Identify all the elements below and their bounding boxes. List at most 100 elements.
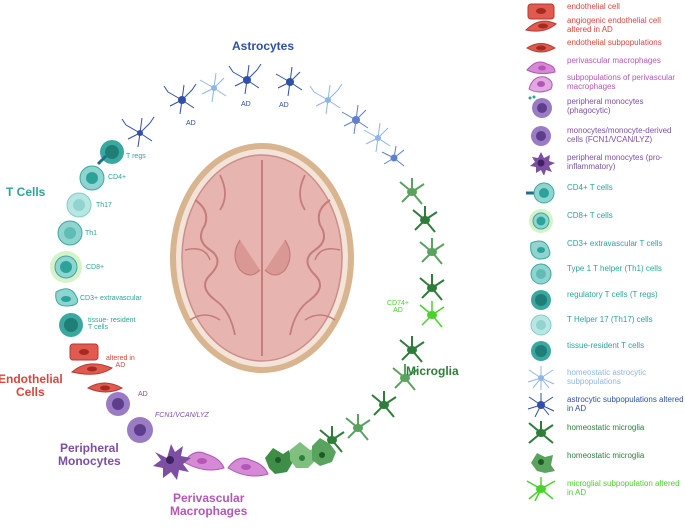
legend-item-label: CD3+ extravascular T cells (567, 239, 663, 248)
perivascular-macrophage-icon (227, 457, 269, 477)
legend-item: peripheral monocytes (pro-inflammatory) (525, 151, 685, 177)
legend-item-label: subpopulations of perivascular macrophag… (567, 73, 676, 91)
phagocytic-monocyte-icon (528, 95, 552, 118)
astrocyte-icon (381, 145, 405, 167)
cd4-t-cell-icon (526, 182, 555, 204)
angiogenic-endothelial-icon (70, 363, 114, 375)
legend-item-label: homeostatic microglia (567, 423, 645, 432)
microglia-icon (399, 336, 425, 363)
astrocyte-icon (163, 83, 197, 115)
microglia-icon (412, 206, 438, 233)
legend-item: CD4+ T cells (525, 181, 685, 207)
legend-item: monocytes/monocyte-derived cells (FCN1/V… (525, 124, 685, 150)
homeostatic-microglia-icon (528, 421, 554, 444)
legend-item: CD8+ T cells (525, 209, 685, 235)
legend-item-label: endothelial subpopulations (567, 38, 662, 47)
cd8-t-cell-icon (529, 209, 553, 233)
legend-item: peripheral monocytes (phagocytic) (525, 95, 685, 121)
macrophages-heading: Perivascular Macrophages (170, 491, 248, 518)
legend-item: tissue-resident T cells (525, 339, 685, 365)
cd74-label: CD74+ AD (387, 300, 409, 315)
monocyte-icon (106, 392, 130, 416)
legend-item: CD3+ extravascular T cells (525, 237, 685, 263)
th17-cell-icon (530, 314, 552, 336)
legend-item-label: microglial subpopulation altered in AD (567, 479, 680, 497)
th1-label: Th1 (85, 230, 98, 237)
astrocyte-icon (341, 104, 369, 135)
th17-label: Th17 (96, 202, 112, 209)
endothelial-ring (69, 343, 124, 393)
macrophage-ring (183, 451, 269, 477)
proinflammatory-monocyte-icon (530, 152, 555, 175)
tissue-resident-icon (59, 313, 83, 337)
cd3-extravascular-label: CD3+ extravascular (80, 295, 142, 302)
legend-item: angiogenic endothelial cell altered in A… (525, 14, 685, 40)
brain-cross-section (170, 143, 354, 373)
legend-item: regulatory T cells (T regs) (525, 288, 685, 314)
homeostatic-microglia-2-icon (531, 453, 555, 473)
monocytes-heading: Peripheral Monocytes (58, 441, 121, 468)
th17-cell-icon (66, 192, 92, 218)
legend-item-label: CD4+ T cells (567, 183, 613, 192)
astrocyte-icon (309, 83, 343, 115)
astro-ad-label-2: AD (241, 101, 251, 108)
microglia-ring (265, 178, 445, 474)
perivascular-macrophage-icon (526, 61, 556, 75)
legend-item: homeostatic microglia (525, 421, 685, 447)
cd8-t-cell-icon (50, 251, 82, 283)
legend-item: microglial subpopulation altered in AD (525, 477, 685, 503)
cd4-t-cell-icon (79, 154, 108, 191)
legend-item-label: perivascular macrophages (567, 56, 661, 65)
astrocyte-ring (121, 63, 405, 167)
legend-item: Type 1 T helper (Th1) cells (525, 262, 685, 288)
microglia-ad-icon (419, 301, 445, 328)
legend-item: T Helper 17 (Th17) cells (525, 313, 685, 339)
legend-item-label: monocytes/monocyte-derived cells (FCN1/V… (567, 126, 672, 144)
legend-item: endothelial cell (525, 0, 685, 26)
endothelial-subpop-icon (526, 43, 556, 53)
legend: endothelial cell angiogenic endothelial c… (525, 0, 685, 530)
monocyte-ad-label: AD (138, 391, 148, 398)
legend-item-label: tissue-resident T cells (567, 341, 645, 350)
legend-item-label: astrocytic subpopulations altered in AD (567, 395, 684, 413)
cd8-label: CD8+ (86, 264, 105, 271)
microglia-icon (399, 178, 425, 205)
endothelial-cell-icon (527, 3, 555, 20)
legend-item: subpopulations of perivascular macrophag… (525, 71, 685, 97)
astrocyte-icon (199, 72, 227, 103)
altered-microglia-icon (526, 477, 556, 501)
microglia-icon (345, 414, 371, 441)
microglia-icon (419, 274, 445, 301)
microglia-amoeboid-icon (290, 442, 316, 468)
t-cells-heading: T Cells (6, 185, 46, 199)
proinflammatory-monocyte-icon (153, 444, 191, 480)
microglia-amoeboid-icon (312, 438, 336, 466)
astro-ad-label-1: AD (186, 120, 196, 127)
monocyte-derived-icon (531, 126, 551, 146)
t-cell-ring (50, 140, 124, 337)
cd3-extravascular-icon (530, 240, 551, 260)
microglia-amoeboid-icon (265, 448, 293, 474)
legend-item-label: angiogenic endothelial cell altered in A… (567, 16, 661, 34)
altered-astrocyte-icon (527, 393, 555, 417)
th1-cell-icon (530, 263, 552, 285)
fcn1-label: FCN1/VCAN/LYZ (155, 412, 209, 419)
legend-item-label: homeostatic astrocytic subpopulations (567, 368, 647, 386)
altered-in-ad-label: altered in AD (106, 355, 135, 370)
t-regs-label: T regs (126, 153, 146, 160)
endothelial-heading: Endothelial Cells (0, 372, 63, 399)
astro-ad-label-3: AD (279, 102, 289, 109)
legend-item-label: Type 1 T helper (Th1) cells (567, 264, 662, 273)
microglia-icon (392, 364, 418, 391)
astrocytes-heading: Astrocytes (232, 39, 295, 53)
legend-item: endothelial subpopulations (525, 36, 685, 62)
legend-item-label: regulatory T cells (T regs) (567, 290, 658, 299)
monocyte-icon (127, 417, 153, 443)
cd3-extravascular-icon (55, 288, 79, 307)
legend-item-label: endothelial cell (567, 2, 620, 11)
macrophage-subpop-icon (528, 76, 553, 93)
endothelial-cell-icon (69, 343, 99, 361)
legend-item-label: T Helper 17 (Th17) cells (567, 315, 653, 324)
astrocyte-icon (275, 66, 303, 97)
legend-item: homeostatic astrocytic subpopulations (525, 366, 685, 392)
